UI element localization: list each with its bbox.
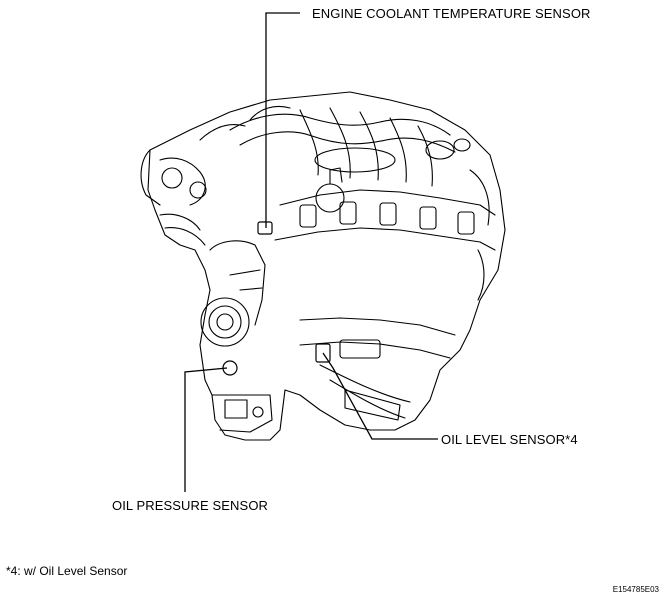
leader-ols xyxy=(322,352,438,440)
figure-code: E154785E03 xyxy=(612,585,659,594)
oil-level-sensor-label: OIL LEVEL SENSOR*4 xyxy=(441,432,578,447)
leader-ect xyxy=(265,12,300,228)
engine-coolant-temperature-sensor-icon xyxy=(257,221,273,235)
oil-pressure-sensor-label: OIL PRESSURE SENSOR xyxy=(112,498,269,513)
engine-coolant-temperature-sensor-label: ENGINE COOLANT TEMPERATURE SENSOR xyxy=(312,6,591,21)
engine-outline xyxy=(147,91,506,441)
crank-pulley xyxy=(200,297,250,347)
footnote: *4: w/ Oil Level Sensor xyxy=(6,564,128,578)
leader-ops xyxy=(184,367,228,492)
